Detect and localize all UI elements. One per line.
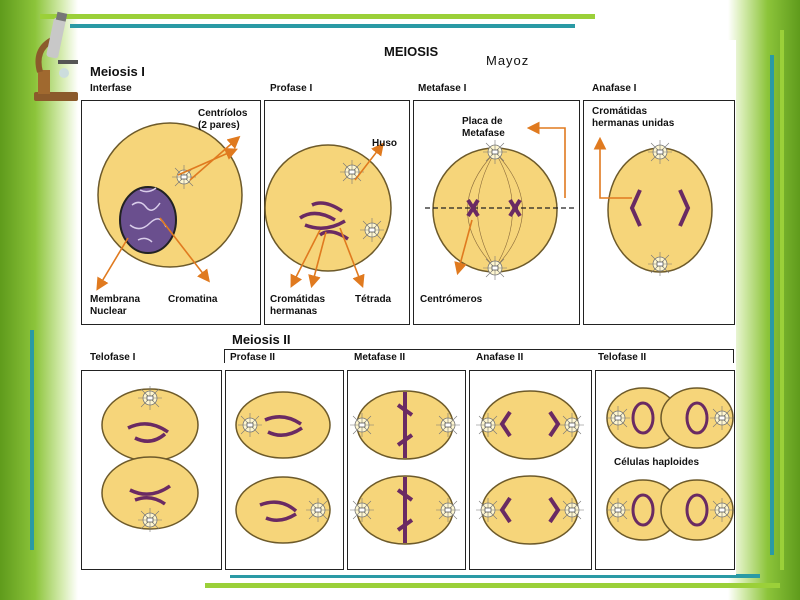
label-cromatidas-unidas: Cromátidas — [592, 106, 648, 117]
microscope-icon — [34, 11, 78, 101]
author-name: Mayoz — [486, 53, 530, 68]
cell-drawings — [96, 121, 735, 545]
right-teal-rule — [770, 55, 774, 555]
label-cromatina: Cromatina — [168, 294, 218, 305]
label-placa-metafase: Metafase — [462, 128, 505, 139]
label-placa: Placa de — [462, 116, 503, 127]
label-centriolos-pairs: (2 pares) — [198, 120, 240, 131]
stage-label-profase2: Profase II — [230, 352, 276, 363]
stage-label-telofase2: Telofase II — [598, 352, 647, 363]
meiosis-diagram-sheet: MEIOSIS Mayoz Meiosis I Interfase Profas… — [80, 40, 736, 575]
stage-label-metafase1: Metafase I — [418, 83, 467, 94]
label-hermanas-unidas: hermanas unidas — [592, 118, 675, 129]
label-nuclear: Nuclear — [90, 306, 127, 317]
top-green-rule — [40, 14, 595, 19]
label-membrana: Membrana — [90, 294, 141, 305]
right-green-frame — [728, 0, 800, 600]
label-centromeros: Centrómeros — [420, 294, 483, 305]
meiosis2-bracket — [224, 349, 734, 363]
cell-interfase — [97, 122, 243, 268]
stage-label-telofase1: Telofase I — [90, 352, 136, 363]
right-green-rule — [780, 30, 784, 570]
label-centriolos: Centríolos — [198, 108, 248, 119]
bottom-green-rule — [205, 583, 780, 588]
top-teal-rule — [70, 24, 575, 28]
stage-label-metafase2: Metafase II — [354, 352, 406, 363]
bottom-teal-rule — [230, 574, 760, 578]
stage-label-anafase1: Anafase I — [592, 83, 637, 94]
label-hermanas: hermanas — [270, 306, 318, 317]
meiosis1-heading: Meiosis I — [90, 64, 145, 79]
stage-label-anafase2: Anafase II — [476, 352, 524, 363]
cell-metafase1 — [432, 147, 558, 273]
stage-label-interfase: Interfase — [90, 83, 132, 94]
label-huso: Huso — [372, 138, 397, 149]
stage-label-profase1: Profase I — [270, 83, 313, 94]
diagram-title: MEIOSIS — [384, 44, 439, 59]
label-celulas-haploides: Células haploides — [614, 457, 700, 468]
nucleus — [119, 186, 177, 254]
label-tetrada: Tétrada — [355, 294, 392, 305]
label-cromatidas: Cromátidas — [270, 294, 326, 305]
meiosis2-heading: Meiosis II — [232, 332, 291, 347]
left-teal-rule — [30, 330, 34, 550]
cell-profase1 — [264, 144, 392, 272]
